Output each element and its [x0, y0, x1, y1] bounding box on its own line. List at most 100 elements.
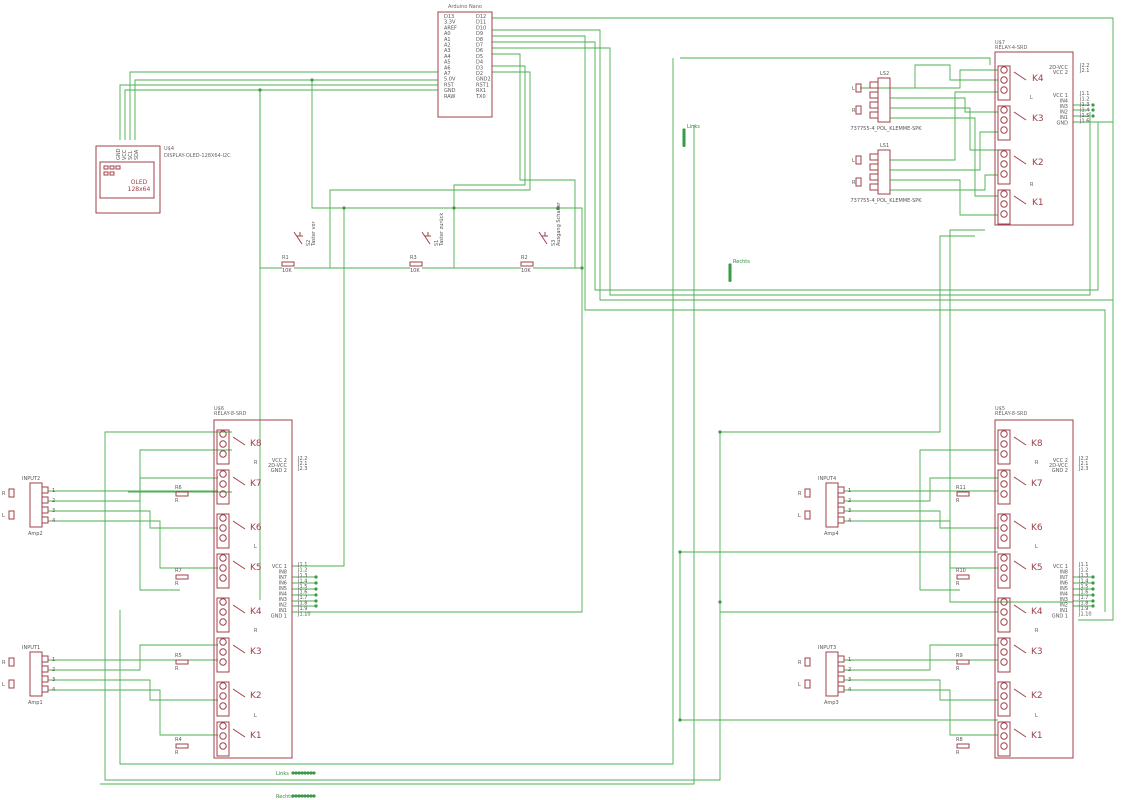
input-connector-pin — [837, 685, 845, 693]
arduino-pin-label: D6 — [476, 48, 483, 54]
relay8-right-header-pin: VCC 2 — [1053, 458, 1068, 464]
relay4-header-pin: 2D-VCC — [1049, 65, 1068, 71]
input-connector-pin — [837, 506, 845, 514]
relay8-left-pin-num: J1.4 — [297, 579, 307, 585]
terminal-screw — [1000, 618, 1008, 626]
resistor-value: 10K — [410, 268, 420, 274]
speaker-icon — [855, 155, 862, 165]
resistor-body — [175, 659, 189, 665]
relay-switch — [232, 728, 246, 738]
relay-terminal-block — [997, 65, 1011, 101]
relay8-right-side-label: L — [1035, 713, 1038, 719]
terminal-screw — [1000, 440, 1008, 448]
terminal-screw — [219, 524, 227, 532]
relay-label: K6 — [1031, 523, 1043, 533]
relay-terminal-block — [997, 429, 1011, 465]
relay-switch — [1013, 71, 1027, 81]
junction-dot — [314, 575, 318, 579]
oled-text-line1: OLED — [131, 179, 148, 186]
terminal-screw — [1000, 638, 1008, 646]
input-connector-pin — [41, 516, 49, 524]
wire-47 — [48, 689, 218, 736]
resistor-value: R — [175, 750, 179, 756]
input-connector-pin — [837, 665, 845, 673]
relay-terminal-block — [997, 189, 1011, 225]
terminal-screw — [1000, 116, 1008, 124]
speaker-icon — [804, 679, 811, 689]
junction-dot — [580, 266, 584, 270]
junction-dot — [310, 78, 314, 82]
relay4-pin: IN4 — [1060, 99, 1068, 105]
relay-switch — [1013, 604, 1027, 614]
relay4-pin: IN1 — [1060, 115, 1068, 121]
junction-dot — [728, 265, 732, 269]
resistor-value: R — [956, 498, 960, 504]
input-side-label: R — [2, 660, 6, 666]
input-name: INPUT3 — [818, 645, 836, 651]
junction-dot — [682, 135, 686, 139]
resistor-body — [956, 743, 970, 749]
relay8-right-pin-num: J1.8 — [1078, 601, 1088, 607]
resistor-body — [175, 491, 189, 497]
relay-label: K2 — [250, 691, 262, 701]
relay8-left-header-num: J2.1 — [297, 461, 307, 467]
wire-9 — [129, 71, 438, 140]
arduino-pin-label: RST — [444, 82, 455, 88]
oled-display-body — [95, 145, 161, 214]
wire-23 — [119, 58, 674, 765]
relay-label: K4 — [1032, 74, 1044, 84]
junction-dot — [728, 274, 732, 278]
relay8-left-header-pin: GND 2 — [271, 468, 287, 474]
relay8-left-pin: IN3 — [279, 597, 287, 603]
terminal-screw — [1000, 702, 1008, 710]
junction-dot — [312, 771, 316, 775]
relay8-right-header-num: J2.1 — [1078, 461, 1088, 467]
resistor-name: R6 — [175, 485, 182, 491]
speaker-terminal-body — [877, 149, 891, 195]
junction-dot — [682, 143, 686, 147]
relay8-right-header-num: J2.3 — [1078, 466, 1088, 472]
input-value: Amp1 — [28, 700, 43, 706]
terminal-screw — [1000, 170, 1008, 178]
relay-terminal-block — [997, 681, 1011, 717]
relay-terminal-block — [997, 721, 1011, 757]
wire-68 — [890, 174, 998, 191]
relay8-right-side-label: L — [1035, 544, 1038, 550]
relay-switch — [232, 644, 246, 654]
button-label: Taster vor — [311, 220, 317, 247]
terminal-screw — [1000, 450, 1008, 458]
relay-switch — [1013, 728, 1027, 738]
relay-terminal-block — [997, 597, 1011, 633]
wire-50 — [844, 510, 998, 529]
speaker-side-label: L — [852, 86, 855, 92]
terminal-screw — [219, 480, 227, 488]
terminal-screw — [219, 702, 227, 710]
relay-terminal-block — [997, 513, 1011, 549]
resistor-body — [956, 659, 970, 665]
terminal-screw — [1000, 658, 1008, 666]
arduino-pin-label: AREF — [444, 25, 457, 31]
input-connector-body — [29, 651, 43, 697]
wire-5 — [492, 53, 576, 268]
junction-dot — [718, 430, 722, 434]
junction-dot — [682, 130, 686, 134]
wire-13 — [259, 89, 438, 269]
resistor-body — [409, 261, 423, 267]
resistor-body — [956, 491, 970, 497]
junction-dot — [1091, 604, 1095, 608]
input-connector-body — [825, 651, 839, 697]
resistor-name: R2 — [521, 255, 528, 261]
relay-terminal-block — [216, 429, 230, 465]
terminal-screw — [219, 722, 227, 730]
junction-dot — [728, 263, 732, 267]
arduino-pin-label: D5 — [476, 54, 483, 60]
relay4-pin-num: J1.3 — [1079, 102, 1089, 108]
relay-label: K8 — [1031, 439, 1043, 449]
junction-dot — [314, 604, 318, 608]
wire-21 — [949, 229, 1073, 603]
terminal-screw — [219, 692, 227, 700]
wire-55 — [844, 689, 998, 736]
terminal-screw — [1000, 692, 1008, 700]
terminal-screw — [219, 598, 227, 606]
